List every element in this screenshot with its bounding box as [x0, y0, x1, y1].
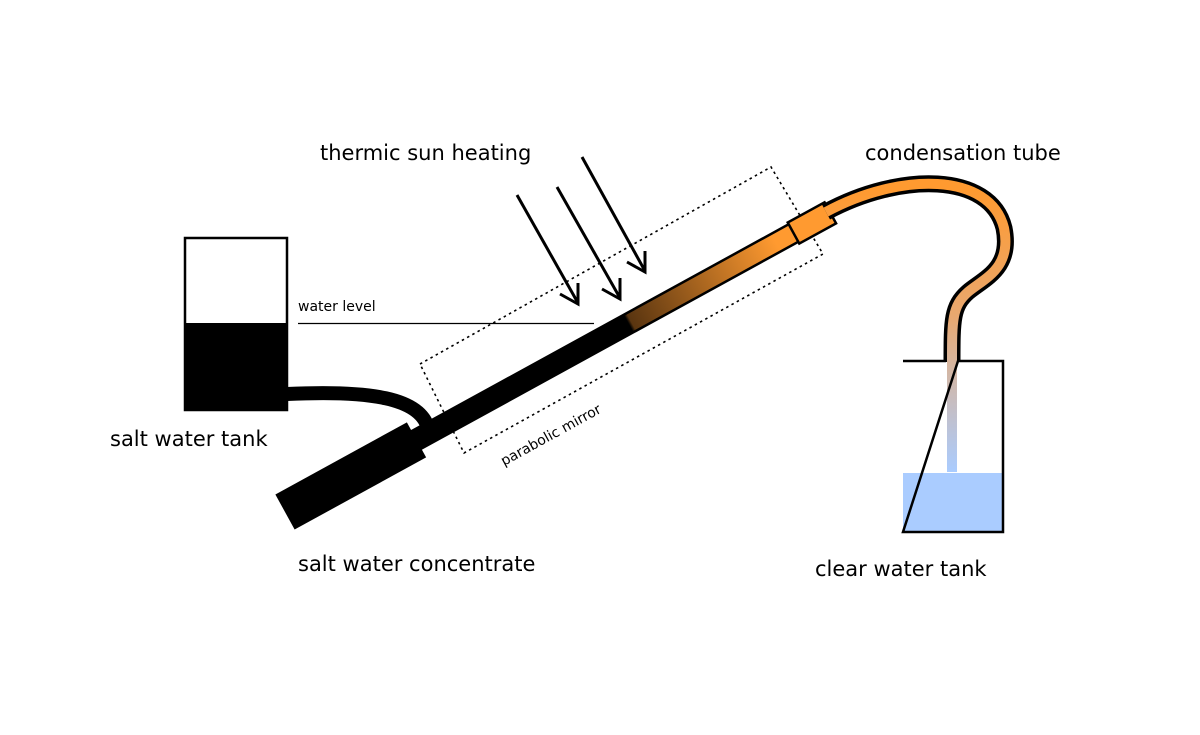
label-water-level: water level: [298, 299, 376, 315]
evaporator-tube: [275, 200, 838, 530]
feed-hose: [286, 386, 435, 431]
arrow-icon: [580, 156, 647, 275]
arrow-icon: [515, 194, 580, 307]
sun-rays: [515, 156, 647, 307]
label-sun-heating: thermic sun heating: [320, 141, 531, 165]
label-salt-water-concentrate: salt water concentrate: [298, 552, 535, 576]
label-salt-water-tank: salt water tank: [110, 427, 268, 451]
label-clear-water-tank: clear water tank: [815, 557, 987, 581]
clear-water-tank: [901, 359, 1005, 534]
arrow-icon: [555, 186, 622, 302]
label-parabolic-mirror: parabolic mirror: [498, 401, 604, 469]
label-condensation-tube: condensation tube: [865, 141, 1061, 165]
salt-water-tank: [183, 236, 289, 412]
condensation-tube: [821, 175, 1014, 472]
